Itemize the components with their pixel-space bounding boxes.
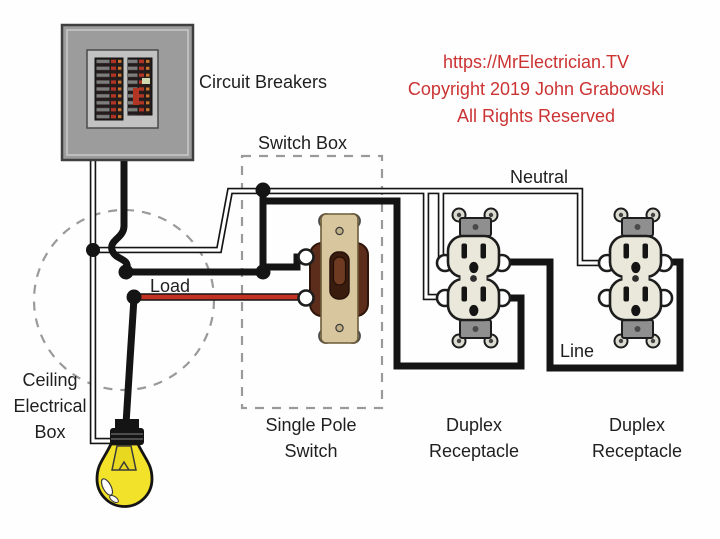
ceiling-electrical-box-label: Ceiling Electrical Box (13, 370, 87, 442)
circuit-breakers-label: Circuit Breakers (199, 72, 328, 92)
switch-box-label: Switch Box (258, 133, 348, 153)
switch-terminal (297, 289, 315, 307)
duplex-receptacle-1-label: Duplex Receptacle (428, 415, 520, 461)
junction-dots (86, 182, 271, 305)
copyright-rights: All Rights Reserved (456, 106, 616, 126)
hot-wire (108, 157, 525, 425)
junction-dot (86, 243, 100, 257)
duplex-receptacle-2-label: Duplex Receptacle (591, 415, 683, 461)
copyright-url: https://MrElectrician.TV (442, 52, 630, 72)
junction-dot (255, 182, 271, 198)
switch-box-outline (240, 154, 384, 410)
breaker-panel (60, 23, 195, 162)
duplex-receptacle-2 (597, 207, 674, 349)
copyright-notice: https://MrElectrician.TV Copyright 2019 … (388, 49, 684, 130)
single-pole-switch (297, 213, 369, 344)
light-bulb (95, 419, 154, 508)
copyright-owner: Copyright 2019 John Grabowski (407, 79, 665, 99)
load-label: Load (150, 276, 191, 296)
junction-dot (126, 289, 142, 305)
switch-terminal (297, 248, 315, 266)
junction-dot (255, 264, 271, 280)
duplex-receptacle-1 (435, 207, 512, 349)
single-pole-switch-label: Single Pole Switch (265, 415, 357, 461)
line-label: Line (560, 341, 595, 361)
line-wire (505, 258, 684, 372)
junction-dot (118, 264, 134, 280)
neutral-label: Neutral (510, 167, 569, 187)
